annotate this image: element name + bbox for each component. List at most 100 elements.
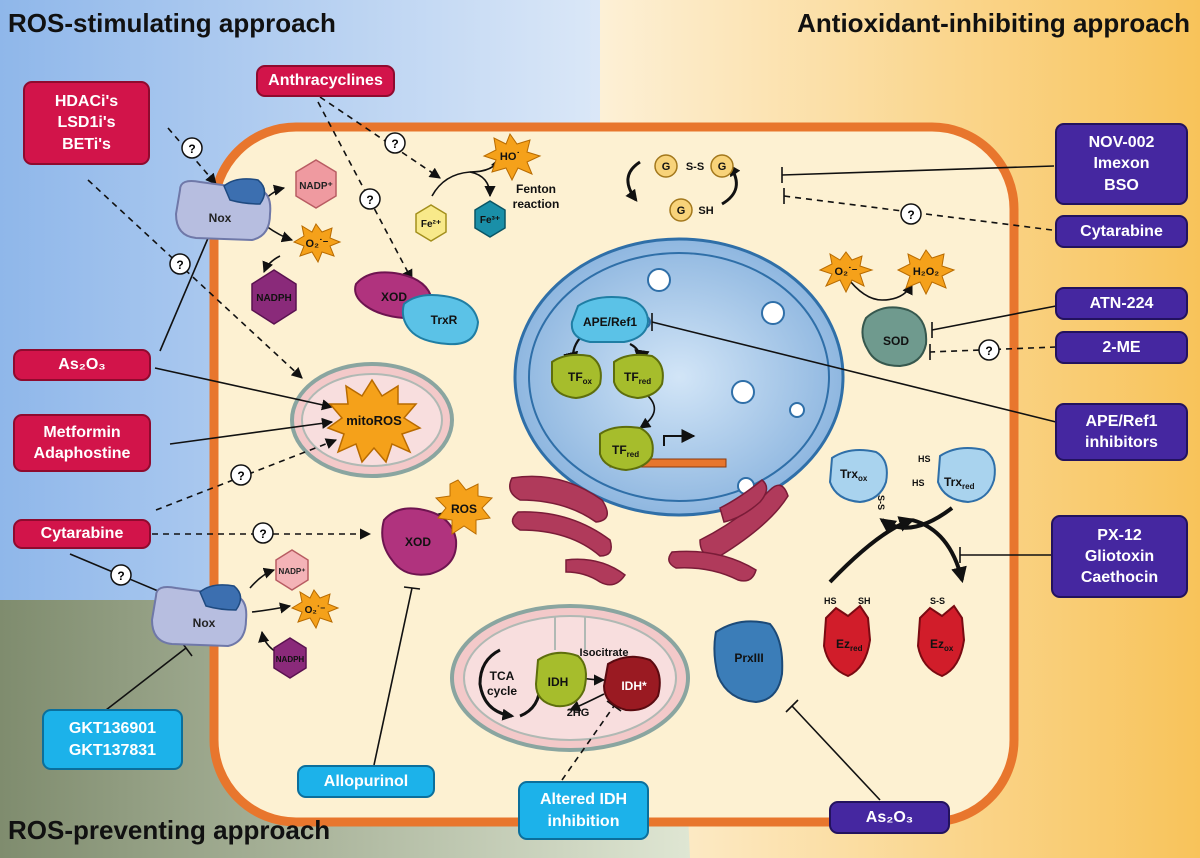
superoxide-right: O₂˙⁻ xyxy=(818,251,874,294)
isocitrate-label: Isocitrate xyxy=(580,647,629,659)
svg-text:O₂˙⁻: O₂˙⁻ xyxy=(835,266,858,278)
svg-text:APE/Ref1: APE/Ref1 xyxy=(583,315,637,329)
nox-label-top: Nox xyxy=(209,211,232,225)
svg-text:G: G xyxy=(677,205,686,217)
metformin-adaphostine: Metformin Adaphostine xyxy=(13,414,151,472)
ez-oxidized: Ezox S-S xyxy=(916,596,966,678)
ape-ref1-inhibitors: APE/Ref1 inhibitors xyxy=(1055,403,1188,461)
svg-text:H₂O₂: H₂O₂ xyxy=(913,266,939,278)
svg-text:TFox: TFox xyxy=(568,370,593,386)
2hg-label: 2HG xyxy=(567,707,590,719)
sod-enzyme: SOD xyxy=(861,306,928,368)
svg-text:S-S: S-S xyxy=(876,495,886,510)
svg-text:?: ? xyxy=(188,142,195,156)
svg-text:Trxred: Trxred xyxy=(944,475,975,491)
nadph-top: NADPH xyxy=(251,269,297,325)
svg-text:HO˙: HO˙ xyxy=(500,151,520,163)
nox-label-bottom: Nox xyxy=(193,616,216,630)
svg-text:Fe³⁺: Fe³⁺ xyxy=(480,215,500,226)
question-circle: ? xyxy=(978,339,1000,361)
svg-text:?: ? xyxy=(259,527,266,541)
glutathione-reduced: G SH xyxy=(669,198,714,222)
svg-text:XOD: XOD xyxy=(381,290,407,304)
svg-text:NADPH: NADPH xyxy=(256,293,292,304)
svg-text:IDH*: IDH* xyxy=(621,679,647,693)
svg-text:?: ? xyxy=(117,569,124,583)
svg-text:Ezox: Ezox xyxy=(930,637,954,653)
svg-text:Trxox: Trxox xyxy=(840,467,868,483)
nadph-bottom: NADPH xyxy=(273,637,307,679)
trx-reduced: Trxred HS HS xyxy=(912,447,996,504)
2-me: 2-ME xyxy=(1055,331,1188,364)
svg-text:TrxR: TrxR xyxy=(431,313,458,327)
svg-text:?: ? xyxy=(237,469,244,483)
svg-text:IDH: IDH xyxy=(548,675,569,689)
svg-text:G: G xyxy=(718,161,727,173)
trxr-enzyme: TrxR xyxy=(401,294,480,346)
svg-text:XOD: XOD xyxy=(405,535,431,549)
svg-text:ROS: ROS xyxy=(451,502,477,516)
question-circle: ? xyxy=(110,564,132,586)
question-circle: ? xyxy=(169,253,191,275)
svg-text:SH: SH xyxy=(698,205,713,217)
svg-text:HS: HS xyxy=(824,596,837,606)
idh-enzyme: IDH xyxy=(534,651,587,708)
ros-star: ROS xyxy=(434,479,494,535)
svg-text:SOD: SOD xyxy=(883,334,909,348)
svg-text:TFred: TFred xyxy=(612,443,639,459)
svg-text:?: ? xyxy=(391,137,398,151)
nox-enzyme-bottom: Nox xyxy=(150,584,248,648)
question-circle: ? xyxy=(384,132,406,154)
svg-text:NADP⁺: NADP⁺ xyxy=(279,567,306,576)
svg-text:HS: HS xyxy=(912,478,925,488)
svg-text:S-S: S-S xyxy=(930,596,945,606)
antioxidant-inhibiting-title: Antioxidant-inhibiting approach xyxy=(797,8,1190,38)
tf-oxidized: TFox xyxy=(551,353,602,400)
h2o2-star: H₂O₂ xyxy=(896,249,956,296)
svg-text:?: ? xyxy=(907,208,914,222)
svg-text:NADP⁺: NADP⁺ xyxy=(299,181,333,192)
nadp-plus-top: NADP⁺ xyxy=(295,159,337,209)
ros-preventing-title: ROS-preventing approach xyxy=(8,815,331,845)
svg-text:NADPH: NADPH xyxy=(276,655,305,664)
allopurinol: Allopurinol xyxy=(297,765,435,798)
atn-224: ATN-224 xyxy=(1055,287,1188,320)
cytarabine-left: Cytarabine xyxy=(13,519,151,549)
svg-text:Ezred: Ezred xyxy=(836,637,863,653)
hdac-lsd1-bet-inhibitors: HDACi's LSD1i's BETi's xyxy=(23,81,150,165)
ez-reduced: Ezred HS SH xyxy=(822,596,872,678)
gkt136901-gkt137831: GKT136901 GKT137831 xyxy=(42,709,183,770)
question-circle: ? xyxy=(230,464,252,486)
svg-text:SH: SH xyxy=(858,596,871,606)
tf-reduced: TFred xyxy=(613,353,664,400)
svg-text:mitoROS: mitoROS xyxy=(346,413,402,428)
svg-text:S-S: S-S xyxy=(686,161,704,173)
ros-stimulating-title: ROS-stimulating approach xyxy=(8,8,336,38)
endoplasmic-reticulum xyxy=(509,475,789,586)
tf-reduced-dna: TFred xyxy=(599,425,654,472)
connector-lines xyxy=(69,96,1057,801)
mitoros-star: mitoROS xyxy=(326,378,422,464)
svg-text:HS: HS xyxy=(918,454,931,464)
nov002-imexon-bso: NOV-002 Imexon BSO xyxy=(1055,123,1188,205)
question-markers: ? ? ? ? ? ? ? ? ? xyxy=(110,132,1000,586)
superoxide-bottom: O₂˙⁻ xyxy=(290,589,340,630)
svg-text:TFred: TFred xyxy=(624,370,651,386)
prxiii-enzyme: PrxIII xyxy=(713,620,784,704)
question-circle: ? xyxy=(181,137,203,159)
altered-idh-inhibition: Altered IDH inhibition xyxy=(518,781,649,840)
iron-fe3: Fe³⁺ xyxy=(474,200,506,238)
px12-gliotoxin-caethocin: PX-12 Gliotoxin Caethocin xyxy=(1051,515,1188,598)
svg-text:?: ? xyxy=(176,258,183,272)
svg-text:?: ? xyxy=(366,193,373,207)
ape-ref1-enzyme: APE/Ref1 xyxy=(570,296,650,343)
question-circle: ? xyxy=(359,188,381,210)
as2o3-bottom: As₂O₃ xyxy=(829,801,950,834)
idh-mutant-enzyme: IDH* xyxy=(602,655,661,712)
superoxide-top: O₂˙⁻ xyxy=(292,223,342,264)
svg-text:Fe²⁺: Fe²⁺ xyxy=(421,219,441,230)
svg-text:?: ? xyxy=(985,344,992,358)
